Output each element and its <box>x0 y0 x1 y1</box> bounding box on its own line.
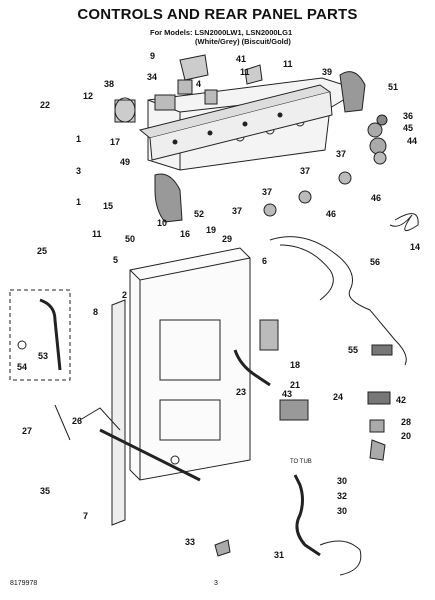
control-panel-strip <box>138 84 333 161</box>
callout-29: 29 <box>222 234 233 244</box>
callout-22: 22 <box>40 100 51 110</box>
callout-46: 46 <box>371 193 382 203</box>
document-number: 8179978 <box>10 580 38 587</box>
callout-55: 55 <box>348 345 359 355</box>
callout-21: 21 <box>290 380 301 390</box>
callout-15: 15 <box>103 201 114 211</box>
timer-and-switches <box>114 54 263 123</box>
callout-37: 37 <box>262 187 273 197</box>
end-cap-left <box>154 173 183 223</box>
callout-32: 32 <box>337 491 348 501</box>
callout-17: 17 <box>110 137 121 147</box>
callout-43: 43 <box>282 389 293 399</box>
callout-11: 11 <box>283 59 293 69</box>
callout-16: 16 <box>180 229 191 239</box>
callout-11: 11 <box>92 229 102 239</box>
callout-2: 2 <box>122 290 128 300</box>
callout-38: 38 <box>104 79 115 89</box>
callout-1: 1 <box>76 134 82 144</box>
callout-39: 39 <box>322 67 333 77</box>
callout-30: 30 <box>337 506 348 516</box>
callout-41: 41 <box>236 54 247 64</box>
callout-54: 54 <box>17 362 28 372</box>
end-cap-right <box>339 71 366 113</box>
callout-36: 36 <box>403 111 414 121</box>
callout-11: 11 <box>240 67 250 77</box>
callout-7: 7 <box>83 511 89 521</box>
callout-10: 10 <box>157 218 168 228</box>
callout-31: 31 <box>274 550 285 560</box>
callout-33: 33 <box>185 537 196 547</box>
callout-51: 51 <box>388 82 399 92</box>
callout-28: 28 <box>401 417 412 427</box>
callout-44: 44 <box>407 136 418 146</box>
callout-53: 53 <box>38 351 49 361</box>
callout-19: 19 <box>206 225 217 235</box>
selector-buttons <box>263 151 387 217</box>
leveling-leg <box>54 404 201 482</box>
callout-14: 14 <box>410 242 421 252</box>
callout-34: 34 <box>147 72 158 82</box>
wire-harness <box>269 213 419 366</box>
diagram-title: CONTROLS AND REAR PANEL PARTS <box>77 6 358 23</box>
callout-49: 49 <box>120 157 131 167</box>
callout-20: 20 <box>401 431 412 441</box>
callout-52: 52 <box>194 209 205 219</box>
callout-25: 25 <box>37 246 48 256</box>
to-tub-label: TO TUB <box>290 459 312 465</box>
callout-12: 12 <box>83 91 94 101</box>
callout-37: 37 <box>300 166 311 176</box>
water-valve <box>233 319 391 421</box>
model-line-2: (White/Grey) (Biscuit/Gold) <box>195 37 291 46</box>
callout-35: 35 <box>40 486 51 496</box>
callout-37: 37 <box>336 149 347 159</box>
control-knobs <box>367 114 388 155</box>
callout-9: 9 <box>150 51 156 61</box>
service-hose-box <box>9 289 71 381</box>
callout-42: 42 <box>396 395 407 405</box>
callout-1: 1 <box>76 197 82 207</box>
callout-5: 5 <box>113 255 119 265</box>
callout-50: 50 <box>125 234 136 244</box>
callout-18: 18 <box>290 360 301 370</box>
callout-4: 4 <box>196 79 202 89</box>
callout-8: 8 <box>93 307 99 317</box>
callout-45: 45 <box>403 123 414 133</box>
callout-46: 46 <box>326 209 337 219</box>
callout-26: 26 <box>72 416 83 426</box>
side-rail <box>111 299 126 526</box>
callout-56: 56 <box>370 257 381 267</box>
callout-37: 37 <box>232 206 243 216</box>
callout-27: 27 <box>22 426 33 436</box>
callout-6: 6 <box>262 256 268 266</box>
callout-23: 23 <box>236 387 247 397</box>
callout-30: 30 <box>337 476 348 486</box>
drain-hose <box>293 419 386 576</box>
rear-panel <box>129 247 251 481</box>
model-line-1: For Models: LSN2000LW1, LSN2000LG1 <box>150 28 293 37</box>
model-numbers: For Models: LSN2000LW1, LSN2000LG1 (Whit… <box>150 28 292 46</box>
callout-3: 3 <box>76 166 82 176</box>
hose-clamp <box>214 539 231 557</box>
page-number: 3 <box>214 580 218 587</box>
callout-24: 24 <box>333 392 344 402</box>
